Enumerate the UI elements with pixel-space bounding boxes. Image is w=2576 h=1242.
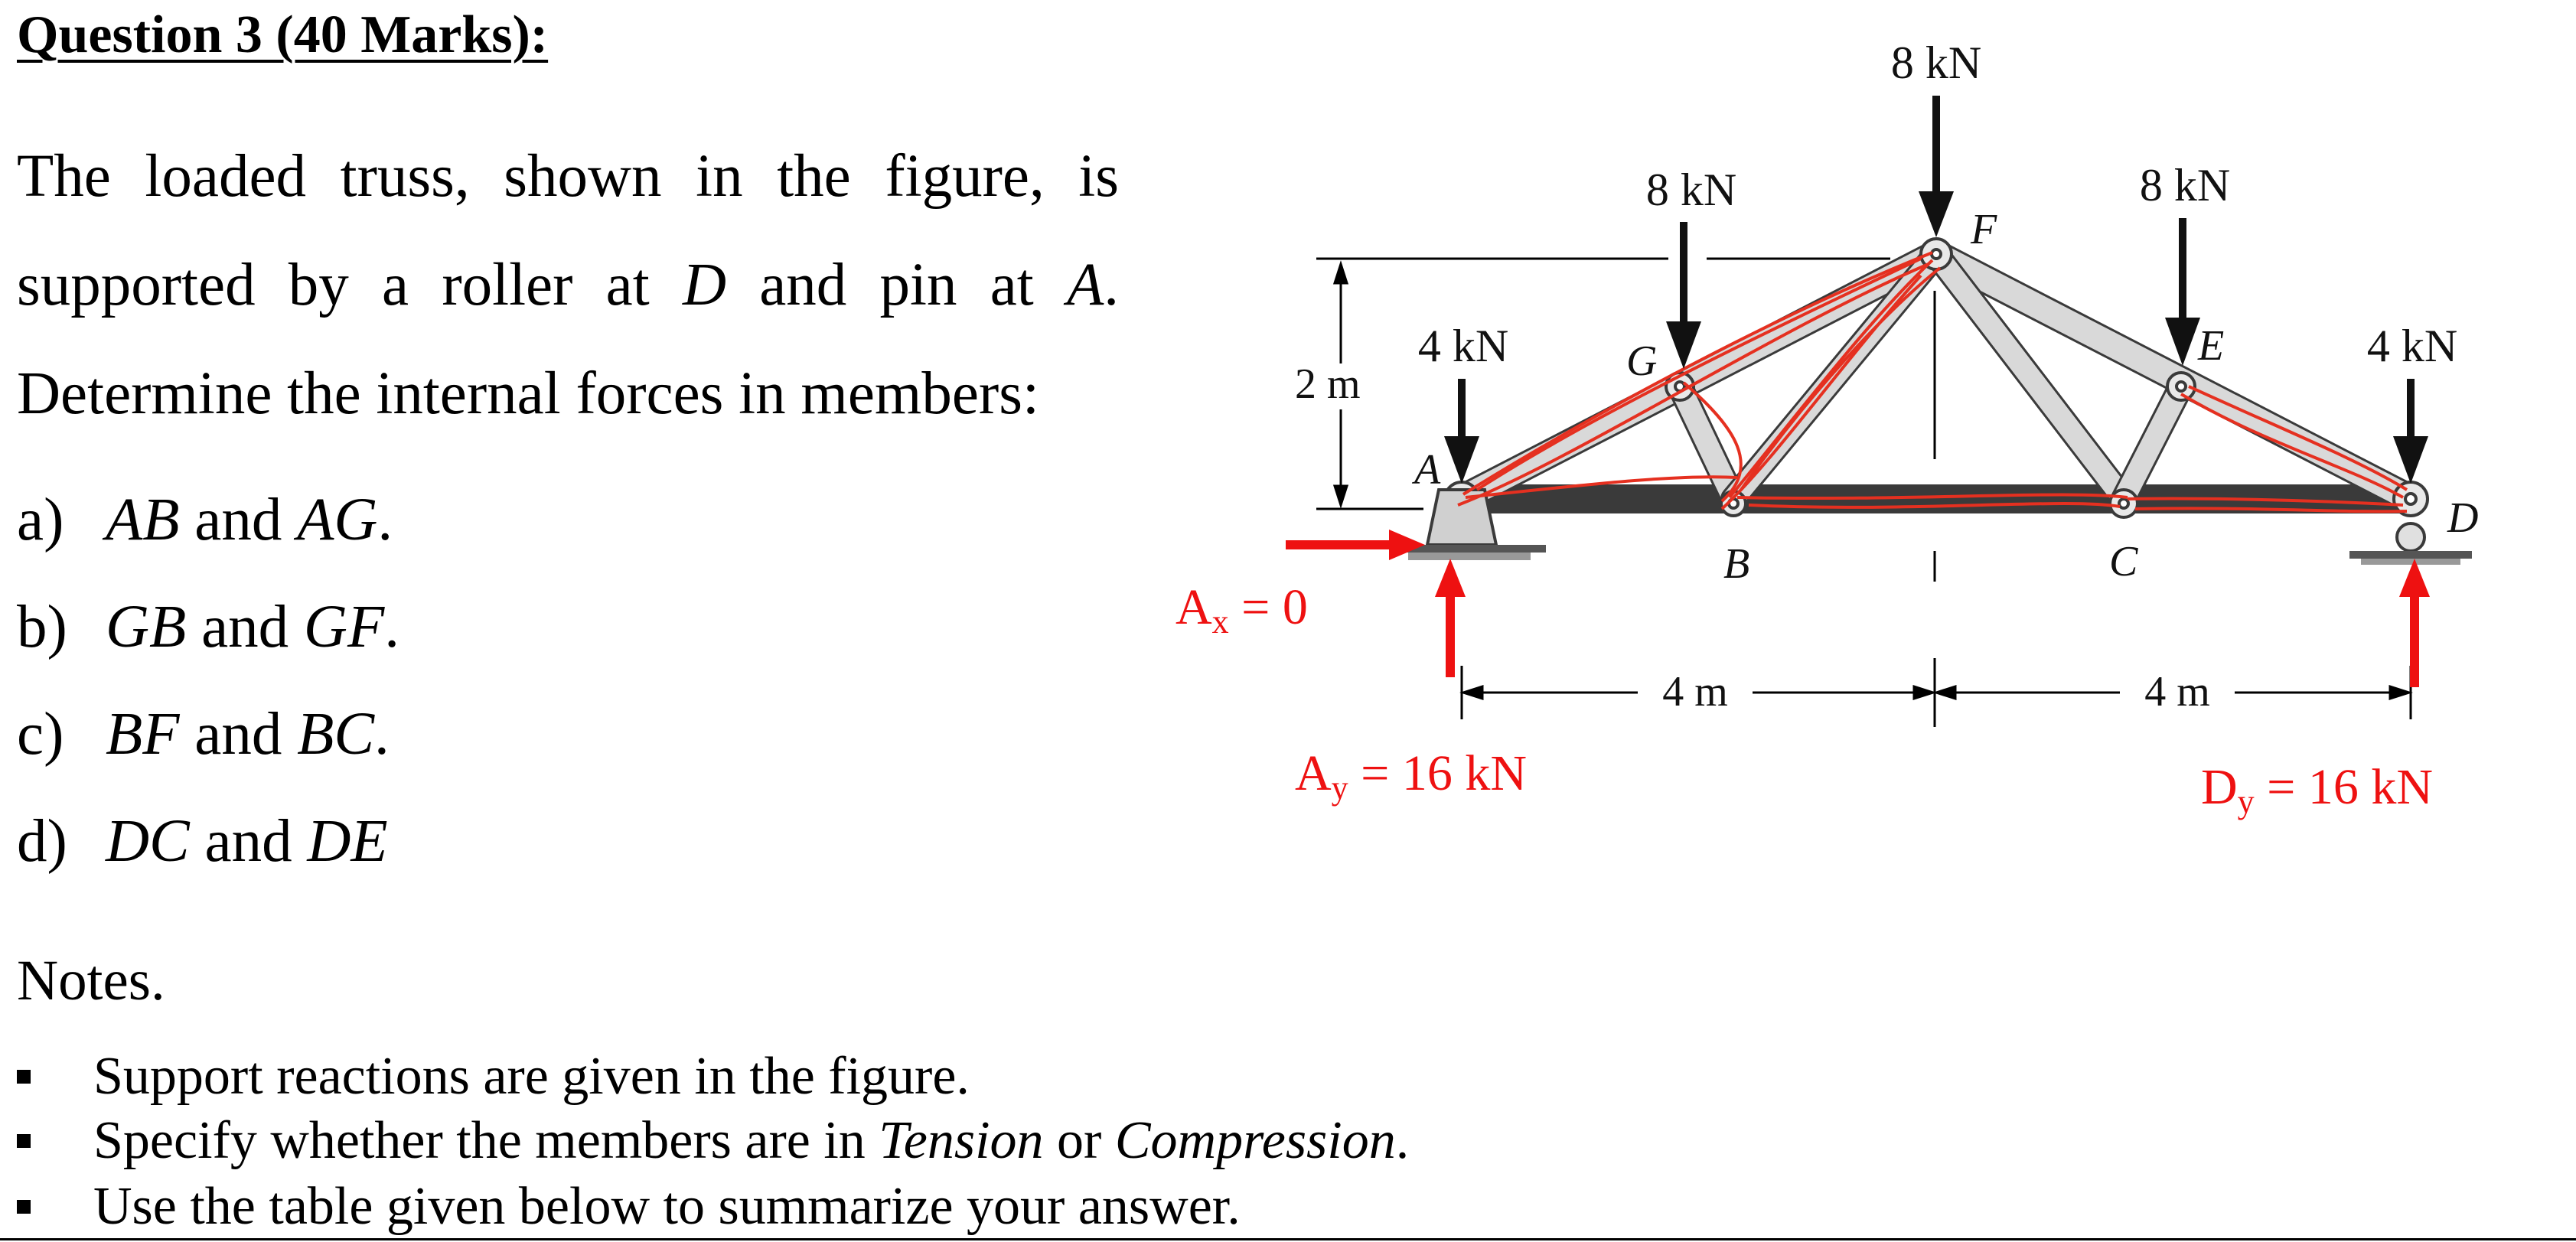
note-compression: Compression: [1114, 1111, 1396, 1170]
reaction-Dy-subscript: y: [2238, 783, 2255, 820]
bullet-icon: [17, 1069, 31, 1084]
member-name: AB: [106, 487, 180, 553]
question-label: d): [17, 808, 67, 875]
problem-line-2-end: .: [1104, 252, 1120, 318]
node-ref-D: D: [682, 252, 726, 318]
question-heading: Question 3 (40 Marks):: [17, 5, 549, 64]
member-name: BF: [106, 701, 180, 768]
reaction-Ay-subscript: y: [1332, 769, 1348, 807]
note-1: Support reactions are given in the figur…: [17, 1044, 970, 1110]
bottom-rule: [0, 1238, 2576, 1240]
dim-label-height: 2 m: [1295, 360, 1361, 408]
joint-pins: [1443, 237, 2429, 519]
reaction-Ax-value: = 0: [1229, 579, 1308, 635]
load-label-E: 8 kN: [2140, 160, 2230, 210]
node-label-C: C: [2109, 538, 2138, 585]
roller-support-D: [2349, 522, 2472, 565]
reaction-Ay-symbol: A: [1295, 745, 1332, 801]
node-label-B: B: [1723, 540, 1749, 588]
note-2: Specify whether the members are in Tensi…: [17, 1108, 1409, 1174]
node-label-E: E: [2197, 322, 2224, 370]
member-name: BC: [297, 701, 375, 768]
node-label-G: G: [1626, 337, 1657, 385]
node-label-A: A: [1411, 446, 1441, 494]
member-name: AG: [297, 487, 378, 553]
question-d: d) DC and DE: [17, 804, 388, 880]
member-name: GB: [106, 594, 187, 660]
pin-support-A: [1393, 488, 1546, 560]
load-label-A: 4 kN: [1418, 321, 1508, 371]
note-1-text: Support reactions are given in the figur…: [93, 1047, 970, 1106]
problem-line-2: supported by a roller at D and pin at A.: [17, 231, 1119, 340]
question-a: a) AB and AG.: [17, 482, 393, 559]
load-label-G: 8 kN: [1646, 165, 1736, 215]
question-label: b): [17, 594, 67, 660]
problem-line-2-text: supported by a roller at: [17, 252, 683, 318]
member-name: DE: [307, 808, 388, 875]
question-and: and: [179, 487, 298, 553]
reaction-label-Ay: Ay = 16 kN: [1295, 745, 1527, 807]
question-and: and: [189, 808, 308, 875]
question-c: c) BF and BC.: [17, 696, 390, 773]
reaction-Ax-subscript: x: [1212, 603, 1229, 641]
reaction-Ax-symbol: A: [1176, 579, 1212, 635]
note-or: or: [1043, 1111, 1115, 1170]
question-and: and: [186, 594, 304, 660]
bullet-icon: [17, 1199, 31, 1214]
reaction-Dy-value: = 16 kN: [2255, 759, 2433, 815]
note-2-text: Specify whether the members are in: [93, 1111, 879, 1170]
notes-title: Notes.: [17, 949, 165, 1012]
problem-statement: The loaded truss, shown in the figure, i…: [17, 122, 1119, 448]
reaction-Ay-value: = 16 kN: [1348, 745, 1527, 801]
node-label-D: D: [2447, 494, 2478, 542]
note-3: Use the table given below to summarize y…: [17, 1174, 1241, 1240]
reaction-label-Ax: Ax = 0: [1176, 579, 1308, 641]
node-ref-A: A: [1067, 252, 1104, 318]
truss-members: [1447, 240, 2425, 513]
note-tension: Tension: [879, 1111, 1044, 1170]
question-label: c): [17, 701, 64, 768]
bullet-icon: [17, 1133, 31, 1148]
question-b: b) GB and GF.: [17, 589, 399, 666]
question-label: a): [17, 487, 64, 553]
member-name: DC: [106, 808, 190, 875]
problem-line-3: Determine the internal forces in members…: [17, 360, 1039, 427]
load-label-D: 4 kN: [2367, 321, 2457, 371]
load-arrows: [1444, 96, 2428, 484]
problem-line-2-mid: and pin at: [726, 252, 1067, 318]
load-label-F: 8 kN: [1891, 37, 1981, 88]
height-dimension: [1316, 257, 1890, 510]
reaction-Dy-symbol: D: [2201, 759, 2238, 815]
node-label-F: F: [1970, 206, 1997, 253]
member-name: GF: [303, 594, 385, 660]
red-annotations: [1457, 251, 2408, 513]
question-and: and: [179, 701, 298, 768]
dim-label-right-span: 4 m: [2144, 668, 2210, 716]
dim-label-left-span: 4 m: [1662, 668, 1728, 716]
reaction-label-Dy: Dy = 16 kN: [2201, 759, 2433, 820]
note-2-end: .: [1395, 1111, 1410, 1170]
problem-line-1: The loaded truss, shown in the figure, i…: [17, 143, 1119, 210]
question-end: .: [377, 487, 393, 553]
span-dimension: [1459, 291, 2413, 727]
question-end: .: [374, 701, 390, 768]
note-3-text: Use the table given below to summarize y…: [93, 1177, 1241, 1236]
reaction-arrows: [1286, 530, 2430, 687]
question-end: .: [384, 594, 399, 660]
